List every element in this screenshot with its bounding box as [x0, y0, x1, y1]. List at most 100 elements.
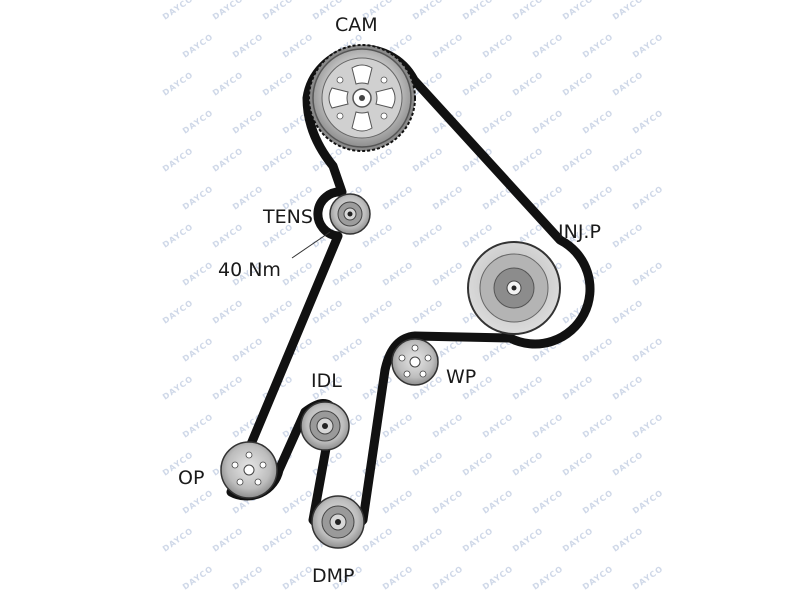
watermark-text: DAYCO — [161, 222, 195, 250]
watermark-text: DAYCO — [211, 374, 245, 402]
watermark-text: DAYCO — [461, 526, 495, 554]
watermark-text: DAYCO — [631, 488, 665, 516]
injection-pump-pulley — [467, 241, 561, 335]
idl-label: IDL — [311, 370, 342, 392]
watermark-text: DAYCO — [281, 32, 315, 60]
tens-label: TENS — [262, 206, 313, 228]
watermark-text: DAYCO — [431, 488, 465, 516]
damper-pulley — [311, 495, 365, 549]
watermark-text: DAYCO — [261, 146, 295, 174]
watermark-text: DAYCO — [531, 412, 565, 440]
watermark-text: DAYCO — [461, 222, 495, 250]
watermark-text: DAYCO — [161, 0, 195, 22]
watermark-text: DAYCO — [381, 488, 415, 516]
watermark-text: DAYCO — [481, 412, 515, 440]
watermark-text: DAYCO — [181, 32, 215, 60]
dmp-label: DMP — [312, 565, 354, 587]
watermark-text: DAYCO — [481, 108, 515, 136]
watermark-text: DAYCO — [581, 412, 615, 440]
tensioner-pulley — [329, 193, 371, 235]
watermark-text: DAYCO — [211, 526, 245, 554]
watermark-text: DAYCO — [631, 564, 665, 592]
watermark-text: DAYCO — [431, 412, 465, 440]
watermark-text: DAYCO — [511, 70, 545, 98]
watermark-text: DAYCO — [581, 488, 615, 516]
watermark-text: DAYCO — [411, 0, 445, 22]
watermark-text: DAYCO — [281, 488, 315, 516]
watermark-text: DAYCO — [561, 146, 595, 174]
watermark-text: DAYCO — [531, 488, 565, 516]
watermark-text: DAYCO — [231, 564, 265, 592]
watermark-text: DAYCO — [531, 108, 565, 136]
watermark-text: DAYCO — [611, 70, 645, 98]
watermark-text: DAYCO — [561, 374, 595, 402]
watermark-text: DAYCO — [561, 526, 595, 554]
watermark-text: DAYCO — [161, 298, 195, 326]
watermark-text: DAYCO — [211, 298, 245, 326]
watermark-text: DAYCO — [461, 70, 495, 98]
torque-leader-line — [291, 231, 331, 259]
watermark-text: DAYCO — [231, 336, 265, 364]
watermark-text: DAYCO — [381, 184, 415, 212]
watermark-text: DAYCO — [231, 184, 265, 212]
watermark-text: DAYCO — [211, 222, 245, 250]
watermark-text: DAYCO — [581, 336, 615, 364]
watermark-text: DAYCO — [411, 298, 445, 326]
injp-label: INJ.P — [558, 221, 601, 243]
watermark-text: DAYCO — [431, 260, 465, 288]
watermark-text: DAYCO — [211, 70, 245, 98]
watermark-text: DAYCO — [181, 336, 215, 364]
watermark-text: DAYCO — [631, 412, 665, 440]
watermark-text: DAYCO — [311, 298, 345, 326]
watermark-text: DAYCO — [431, 32, 465, 60]
watermark-text: DAYCO — [481, 564, 515, 592]
watermark-text: DAYCO — [261, 0, 295, 22]
watermark-text: DAYCO — [181, 260, 215, 288]
watermark-text: DAYCO — [631, 260, 665, 288]
cam-label: CAM — [335, 14, 378, 36]
watermark-text: DAYCO — [611, 374, 645, 402]
watermark-text: DAYCO — [461, 0, 495, 22]
watermark-text: DAYCO — [181, 412, 215, 440]
idler-pulley — [300, 401, 350, 451]
watermark-text: DAYCO — [161, 146, 195, 174]
watermark-text: DAYCO — [381, 564, 415, 592]
watermark-text: DAYCO — [511, 0, 545, 22]
watermark-text: DAYCO — [181, 108, 215, 136]
watermark-text: DAYCO — [411, 146, 445, 174]
op-label: OP — [178, 467, 204, 489]
wp-label: WP — [446, 366, 476, 388]
watermark-text: DAYCO — [361, 526, 395, 554]
watermark-text: DAYCO — [281, 260, 315, 288]
watermark-text: DAYCO — [631, 184, 665, 212]
watermark-text: DAYCO — [331, 336, 365, 364]
watermark-text: DAYCO — [511, 374, 545, 402]
watermark-text: DAYCO — [281, 564, 315, 592]
watermark-text: DAYCO — [511, 450, 545, 478]
watermark-text: DAYCO — [211, 146, 245, 174]
watermark-text: DAYCO — [611, 526, 645, 554]
watermark-text: DAYCO — [331, 260, 365, 288]
watermark-text: DAYCO — [261, 526, 295, 554]
watermark-text: DAYCO — [581, 184, 615, 212]
watermark-text: DAYCO — [231, 32, 265, 60]
watermark-text: DAYCO — [181, 564, 215, 592]
cam-gear — [308, 44, 416, 152]
watermark-text: DAYCO — [181, 488, 215, 516]
watermark-text: DAYCO — [581, 32, 615, 60]
watermark-text: DAYCO — [261, 298, 295, 326]
watermark-text: DAYCO — [381, 260, 415, 288]
watermark-text: DAYCO — [231, 108, 265, 136]
watermark-text: DAYCO — [411, 222, 445, 250]
watermark-text: DAYCO — [261, 70, 295, 98]
watermark-text: DAYCO — [211, 0, 245, 22]
watermark-text: DAYCO — [561, 70, 595, 98]
watermark-text: DAYCO — [431, 184, 465, 212]
watermark-text: DAYCO — [481, 32, 515, 60]
watermark-text: DAYCO — [381, 412, 415, 440]
watermark-text: DAYCO — [511, 146, 545, 174]
watermark-text: DAYCO — [181, 184, 215, 212]
watermark-text: DAYCO — [481, 488, 515, 516]
